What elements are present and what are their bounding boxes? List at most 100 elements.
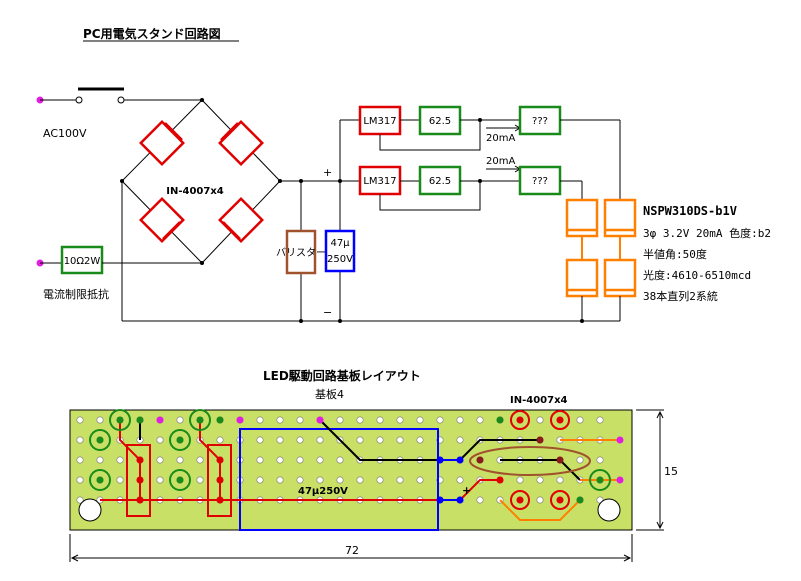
board-hole: [116, 456, 124, 464]
varistor: バリスター: [276, 229, 326, 275]
board-hole: [416, 476, 424, 484]
board-hole: [296, 416, 304, 424]
board-hole: [376, 476, 384, 484]
resistor-outline-2: [207, 444, 232, 517]
capacitor-board-label: 47μ250V: [298, 486, 348, 497]
board-hole: [536, 496, 544, 504]
board-hole: [76, 456, 84, 464]
set-resistor-2: 62.5: [429, 176, 451, 187]
board-plus-sign: +: [462, 484, 471, 497]
board-hole: [196, 476, 204, 484]
dimension-width: 72: [69, 534, 633, 562]
board-hole: [76, 476, 84, 484]
board-hole: [76, 436, 84, 444]
set-resistor-1: 62.5: [429, 116, 451, 127]
board-hole: [176, 416, 184, 424]
board-hole: [456, 476, 464, 484]
board-hole: [376, 436, 384, 444]
board-hole: [316, 476, 324, 484]
board-hole: [316, 436, 324, 444]
board-hole: [296, 456, 304, 464]
resistor-outline-1: [126, 444, 151, 517]
board-layout-section: LED駆動回路基板レイアウト 基板4 47μ250V IN-4007x4: [69, 368, 678, 562]
board-hole: [76, 416, 84, 424]
mount-hole-left: [78, 498, 102, 522]
board-hole: [416, 416, 424, 424]
capacitor-outline: [239, 428, 439, 531]
bridge-part-label: IN-4007x4: [166, 186, 224, 197]
board-hole: [156, 436, 164, 444]
regulator-1-label: LM317: [363, 116, 396, 127]
led-string-1: ???: [532, 116, 548, 127]
board-hole: [276, 456, 284, 464]
board-hole: [276, 436, 284, 444]
layout-title: LED駆動回路基板レイアウト: [263, 368, 421, 383]
board-hole: [556, 476, 564, 484]
board-hole: [456, 416, 464, 424]
led-string-2: ???: [532, 176, 548, 187]
board-hole: [296, 476, 304, 484]
led-spec: NSPW310DS-b1V 3φ 3.2V 20mA 色度:b2 半値角:50度…: [643, 204, 771, 303]
varistor-label: バリスター: [276, 247, 326, 259]
current-limit-resistor: 10Ω2W: [60, 245, 202, 275]
minus-terminal: −: [323, 306, 332, 319]
board-hole: [436, 416, 444, 424]
green-pads: [89, 409, 611, 504]
board-hole: [576, 456, 584, 464]
board-hole: [396, 436, 404, 444]
board-hole: [576, 416, 584, 424]
current-label-2: 20mA: [486, 156, 515, 167]
board-hole: [256, 476, 264, 484]
resistor-value: 10Ω2W: [64, 256, 101, 267]
led-spec-line-1: 3φ 3.2V 20mA 色度:b2: [643, 226, 771, 240]
board-hole: [256, 436, 264, 444]
bridge-diode-3: [139, 197, 185, 243]
bridge-diode-1: [139, 120, 185, 166]
ac-voltage-label: AC100V: [43, 127, 87, 140]
board-hole: [356, 436, 364, 444]
board-hole: [296, 436, 304, 444]
board-hole: [356, 476, 364, 484]
led-array: [565, 198, 637, 321]
board-hole: [276, 476, 284, 484]
resistor-caption: 電流制限抵抗: [43, 287, 109, 301]
plus-terminal: +: [323, 166, 332, 179]
led-spec-line-3: 光度:4610-6510mcd: [643, 268, 751, 282]
red-pads: [136, 410, 570, 510]
current-label-1: 20mA: [486, 133, 515, 144]
trace-black-1: [319, 419, 440, 461]
board-hole: [396, 416, 404, 424]
led-part-number: NSPW310DS-b1V: [643, 204, 737, 218]
board-hole: [156, 456, 164, 464]
board-hole: [356, 416, 364, 424]
board-hole: [336, 476, 344, 484]
board-hole: [96, 416, 104, 424]
board-hole: [416, 436, 424, 444]
board-hole: [396, 476, 404, 484]
mount-hole-right: [597, 498, 621, 522]
width-value: 72: [345, 544, 359, 557]
led-spec-line-4: 38本直列2系統: [643, 289, 718, 303]
dimension-height: 15: [636, 409, 678, 531]
diode-bridge: IN-4007x4: [120, 98, 282, 321]
bridge-diode-4: [218, 197, 264, 243]
schematic-diagram: PC用電気スタンド回路図 AC100V 10Ω2W 電流制限抵抗: [36, 26, 771, 323]
capacitor-voltage: 250V: [327, 254, 353, 265]
board-name: 基板4: [315, 387, 344, 401]
board-hole: [596, 456, 604, 464]
board-hole: [96, 456, 104, 464]
board-hole: [336, 416, 344, 424]
board-hole: [536, 476, 544, 484]
board-hole: [316, 456, 324, 464]
board-hole: [596, 416, 604, 424]
led-spec-line-2: 半値角:50度: [643, 247, 707, 261]
regulator-2-label: LM317: [363, 176, 396, 187]
board-hole: [156, 476, 164, 484]
height-value: 15: [664, 465, 678, 478]
schematic-title: PC用電気スタンド回路図: [83, 26, 221, 41]
board-hole: [476, 416, 484, 424]
orange-wire-2: [499, 499, 581, 521]
board-hole: [456, 436, 464, 444]
filter-capacitor: 47μ 250V: [324, 229, 356, 273]
capacitor-value: 47μ: [330, 238, 350, 249]
